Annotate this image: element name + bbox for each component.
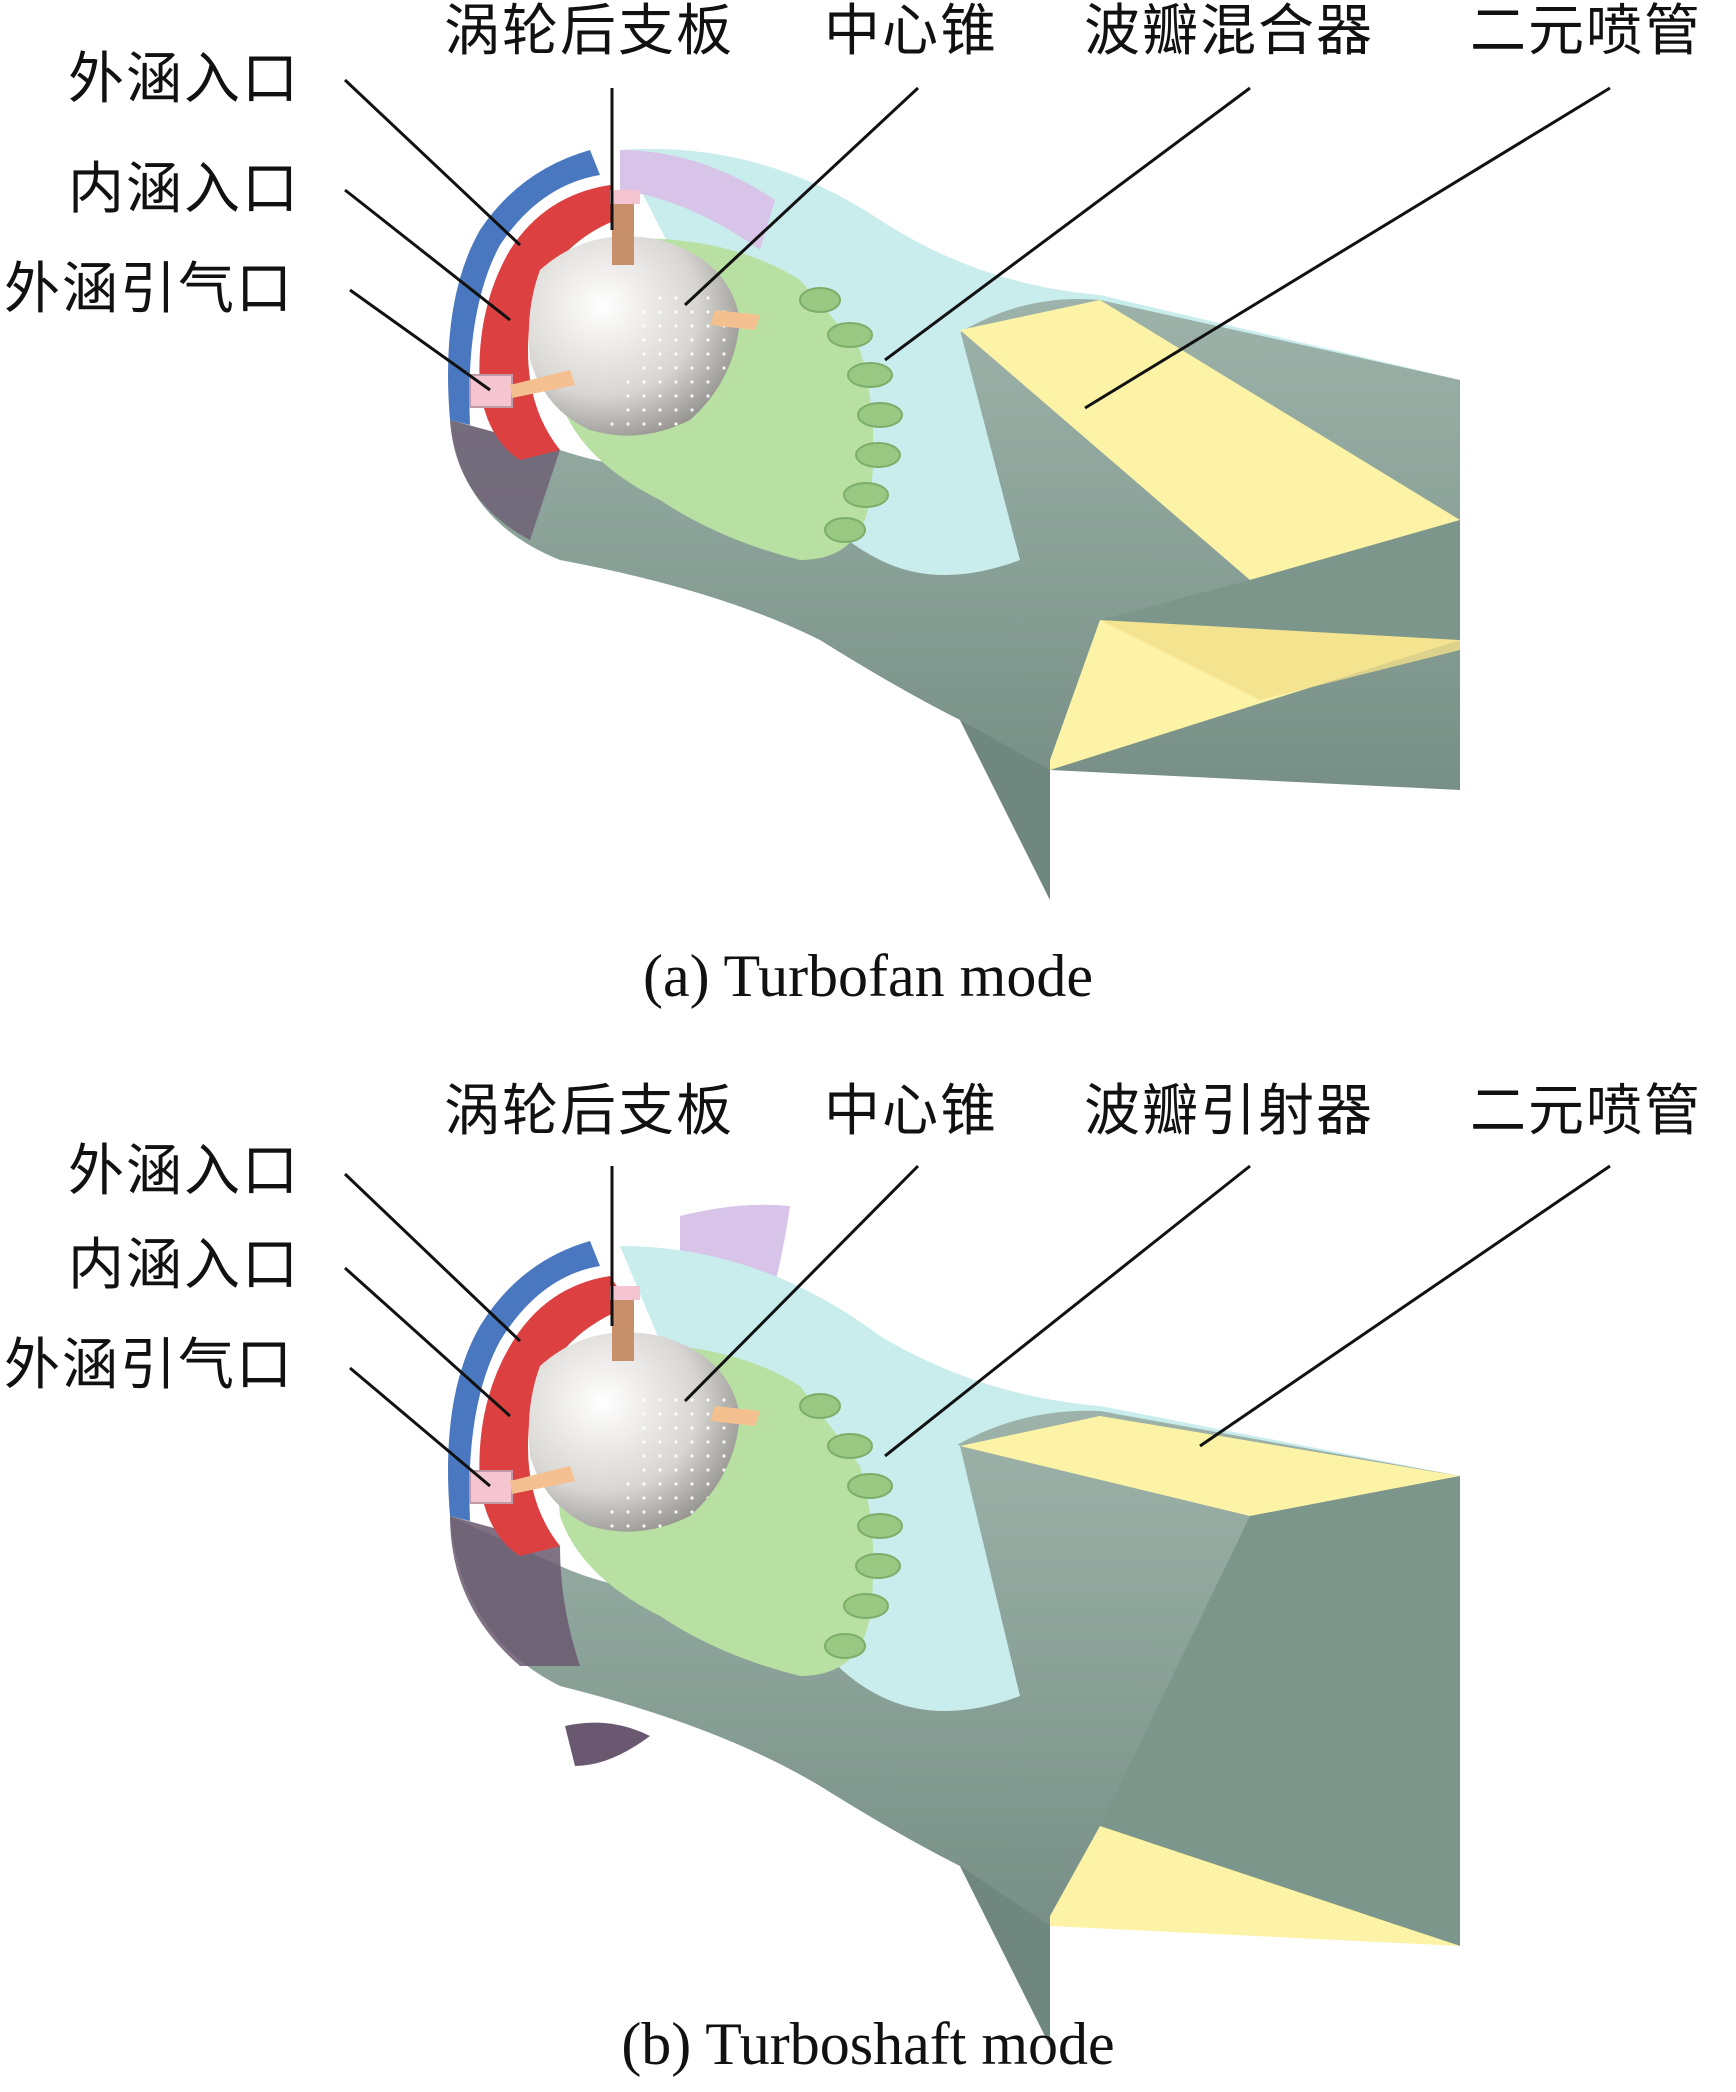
nozzle-upper-flap [960,300,1460,580]
nozzle-lower-flap-edge [1100,620,1460,700]
nozzle-side-wall [1100,520,1460,640]
nozzle-side-wall [1100,1476,1460,1946]
label-center-cone: 中心锥 [824,0,998,64]
label-outer-bypass-inlet: 外涵入口 [68,47,300,112]
label-lobed-mixer: 波瓣混合器 [1084,0,1374,64]
purple-segment-top [620,150,775,250]
side-strut [710,310,760,330]
label-center-cone: 中心锥 [824,1079,998,1144]
label-inner-core-inlet: 内涵入口 [68,1233,300,1298]
label-bypass-bleed-port: 外涵引气口 [4,1333,294,1398]
mixer-lobes [799,287,903,543]
nozzle-lower-flap [1050,1826,1460,1946]
bleed-port-arm [510,370,575,398]
label-turbine-rear-strut: 涡轮后支板 [444,1079,734,1144]
caption-turbofan: (a) Turbofan mode [643,943,1093,1009]
leader-lines [343,78,1611,410]
center-cone-dots [600,1389,740,1532]
bypass-door-lower [450,1516,580,1666]
caption-turboshaft: (b) Turboshaft mode [621,2011,1115,2077]
turbine-rear-strut [612,1296,634,1361]
nozzle-front-wall [960,720,1050,900]
label-2d-nozzle: 二元喷管 [1470,1079,1702,1144]
label-inner-core-inlet: 内涵入口 [68,157,300,222]
label-outer-bypass-inlet: 外涵入口 [68,1139,300,1204]
ejector-lobes [799,1393,903,1659]
label-2d-nozzle: 二元喷管 [1470,0,1702,64]
bleed-port-arm [510,1466,575,1494]
outer-bypass-ring [448,1241,600,1521]
label-lobed-ejector: 波瓣引射器 [1084,1079,1374,1144]
side-strut [710,1406,760,1426]
strut-cap [610,1286,640,1300]
nozzle-front-wall [960,1866,1050,2046]
turbine-rear-strut [612,200,634,265]
panel-turbofan: 外涵入口 内涵入口 外涵引气口 涡轮后支板 中心锥 波瓣混合器 二元喷管 (a)… [4,0,1702,1010]
leader-lines [343,1164,1611,1488]
bypass-door-bottom-open [565,1722,650,1766]
outer-bypass-ring [448,150,600,425]
label-bypass-bleed-port: 外涵引气口 [4,257,294,322]
label-turbine-rear-strut: 涡轮后支板 [444,0,734,64]
strut-cap [610,190,640,204]
turbofan-diagram [343,78,1611,900]
panel-turboshaft: 外涵入口 内涵入口 外涵引气口 涡轮后支板 中心锥 波瓣引射器 二元喷管 (b)… [0,1046,1736,2092]
turboshaft-diagram [343,1164,1611,2046]
center-cone-dots [600,293,740,436]
nozzle-upper-flap [960,1416,1460,1516]
